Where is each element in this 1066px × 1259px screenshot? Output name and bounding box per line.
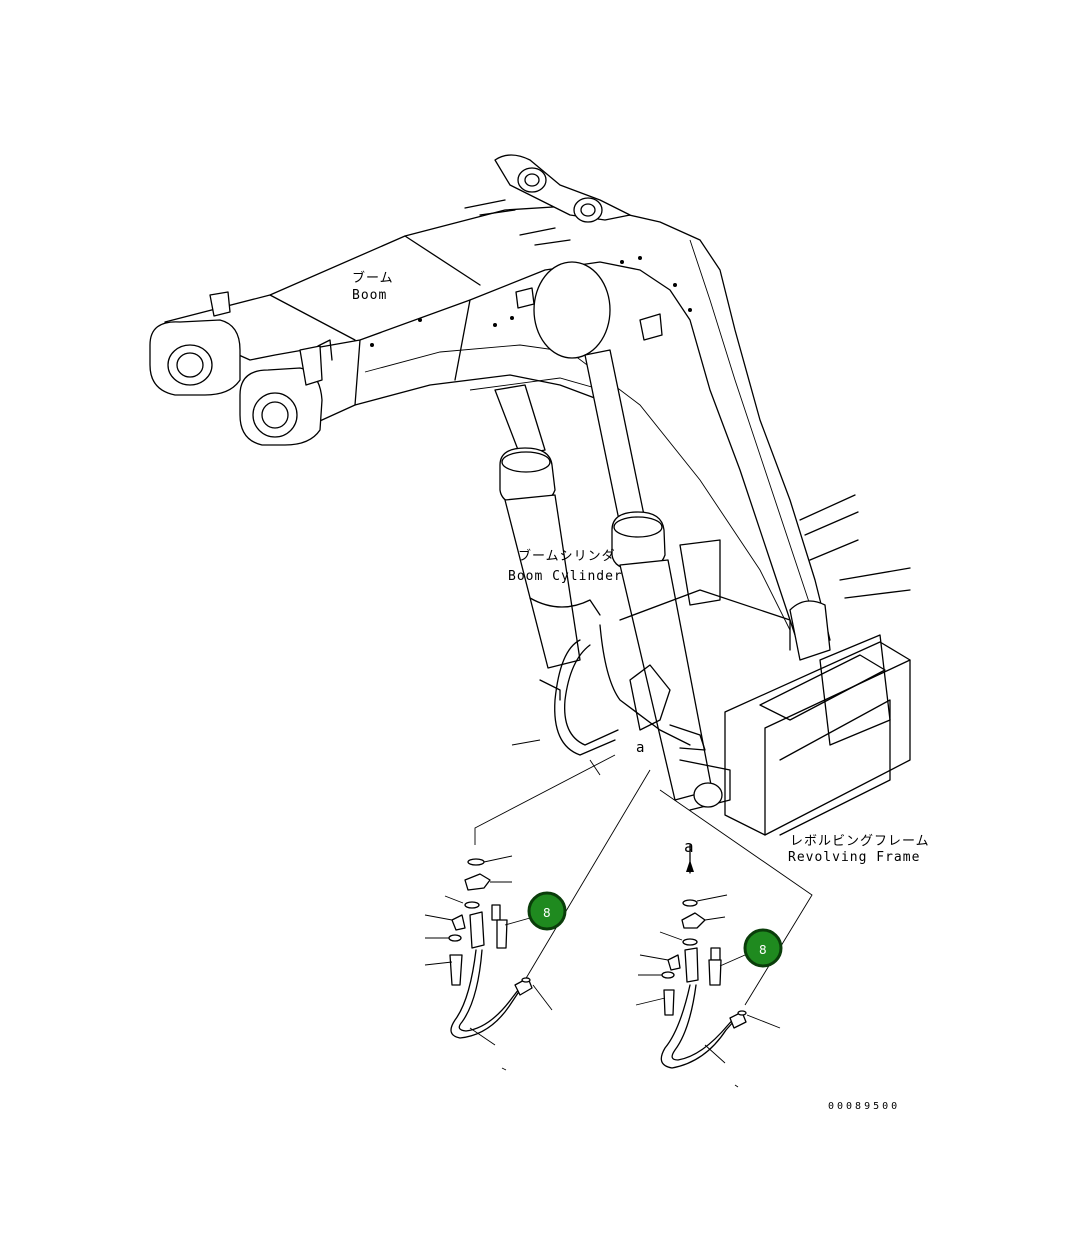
boom-label-en: Boom bbox=[352, 288, 387, 303]
leader-lines bbox=[474, 739, 813, 1006]
view-arrow-label: a bbox=[684, 837, 695, 856]
boom-cylinder-right bbox=[533, 261, 713, 801]
callout-bubble-right[interactable]: 8 bbox=[743, 928, 783, 968]
revolving-frame-label-jp: レボルビングフレーム bbox=[790, 834, 930, 849]
drawing-number: 00089500 bbox=[828, 1101, 900, 1112]
callout-number: 8 bbox=[759, 943, 767, 957]
boom-cylinder-label-jp: ブームシリンダ bbox=[518, 548, 616, 564]
view-marker-label: a bbox=[636, 740, 645, 756]
parts-group-right bbox=[635, 844, 781, 1088]
rivet-dots bbox=[370, 256, 692, 347]
callout-number: 8 bbox=[543, 906, 551, 920]
boom-cylinder-left bbox=[494, 384, 581, 669]
parts-group-left bbox=[424, 855, 553, 1071]
boom-cylinder-label-en: Boom Cylinder bbox=[508, 569, 623, 584]
callout-bubble-left[interactable]: 8 bbox=[527, 891, 567, 931]
revolving-frame bbox=[539, 494, 911, 836]
hydraulic-hoses-mounted bbox=[529, 597, 706, 756]
revolving-frame-label-en: Revolving Frame bbox=[788, 850, 920, 865]
boom-assembly bbox=[149, 154, 831, 651]
boom-label-jp: ブーム bbox=[352, 270, 394, 286]
